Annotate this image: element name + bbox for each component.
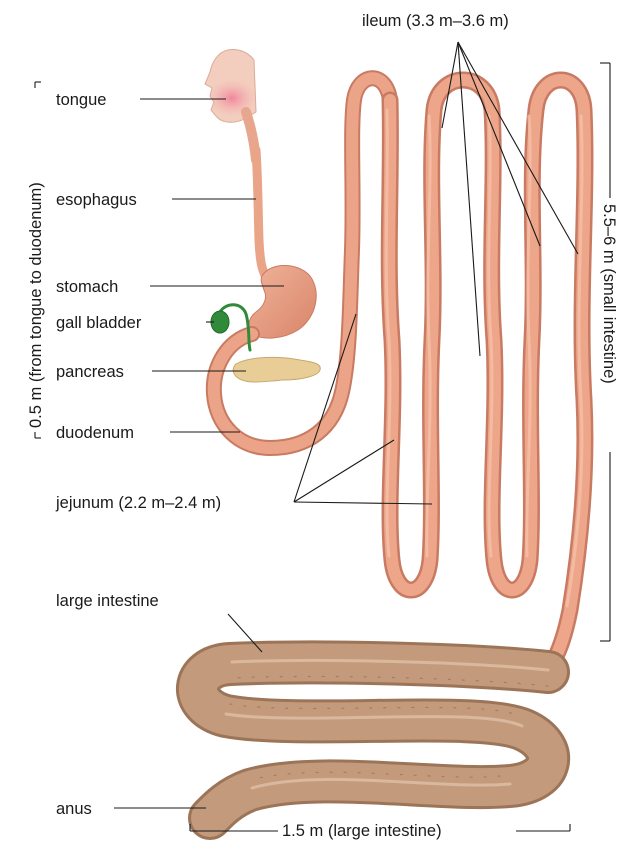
label-large-intestine: large intestine <box>56 592 159 610</box>
duodenum-tube <box>214 78 390 448</box>
pancreas-shape <box>233 357 320 382</box>
measure-upper-tract: 0.5 m (from tongue to duodenum) <box>27 182 45 428</box>
stomach-shape <box>249 266 317 339</box>
label-duodenum: duodenum <box>56 424 134 442</box>
label-esophagus: esophagus <box>56 191 137 209</box>
label-jejunum: jejunum (2.2 m–2.4 m) <box>55 494 221 512</box>
small-intestine <box>386 80 585 668</box>
measure-small-intestine: 5.5–6 m (small intestine) <box>600 204 618 384</box>
label-tongue: tongue <box>56 91 106 109</box>
label-stomach: stomach <box>56 278 118 296</box>
large-intestine <box>198 660 548 818</box>
label-gall-bladder: gall bladder <box>56 314 142 332</box>
label-ileum: ileum (3.3 m–3.6 m) <box>362 12 509 30</box>
label-pancreas: pancreas <box>56 363 124 381</box>
label-anus: anus <box>56 800 92 818</box>
measure-large-intestine: 1.5 m (large intestine) <box>282 822 442 840</box>
esophagus-tube <box>256 150 268 280</box>
head-illustration <box>205 49 256 160</box>
